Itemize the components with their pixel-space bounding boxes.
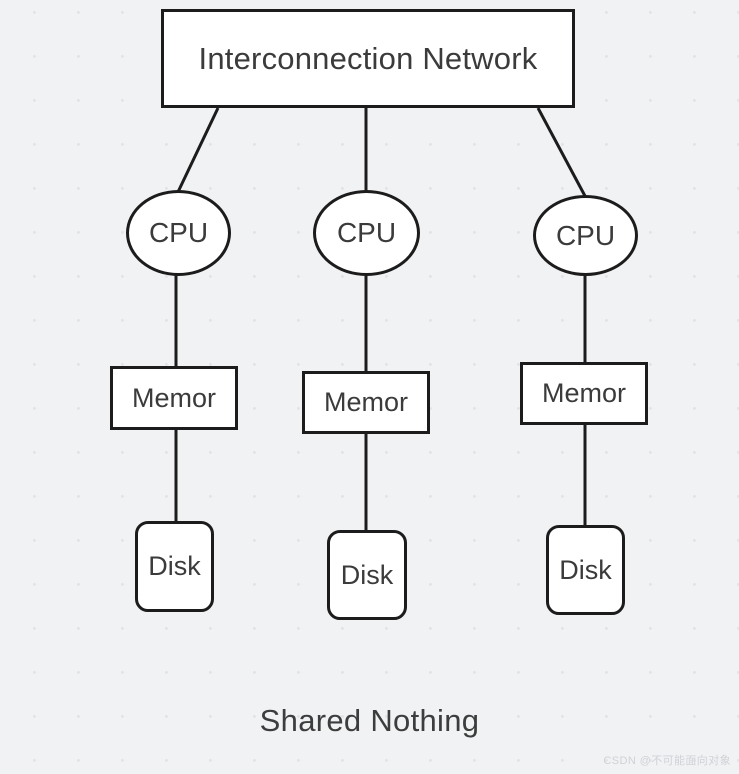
interconnection-network-label: Interconnection Network (198, 41, 538, 76)
interconnection-network-node[interactable]: Interconnection Network (161, 9, 575, 108)
cpu-node-1[interactable]: CPU (126, 190, 231, 276)
cpu-node-2-label: CPU (336, 217, 397, 248)
edge-network-to-cpu-1 (176, 107, 220, 193)
edge-network-to-cpu-3 (536, 107, 587, 197)
memory-node-2[interactable]: Memor (302, 371, 430, 434)
cpu-node-1-label: CPU (148, 217, 209, 248)
disk-node-3-label: Disk (559, 554, 612, 585)
disk-node-1-label: Disk (148, 551, 201, 581)
memory-node-3[interactable]: Memor (520, 362, 648, 425)
disk-node-3[interactable]: Disk (546, 525, 625, 615)
disk-node-2[interactable]: Disk (327, 530, 407, 620)
memory-node-2-label: Memor (323, 387, 408, 417)
cpu-node-3-label: CPU (555, 219, 616, 251)
disk-node-1[interactable]: Disk (135, 521, 214, 612)
memory-node-1[interactable]: Memor (110, 366, 238, 430)
diagram-caption: Shared Nothing (259, 703, 480, 738)
memory-node-1-label: Memor (131, 382, 216, 413)
memory-node-3-label: Memor (541, 378, 626, 408)
watermark-text: CSDN @不可能面向对象 (603, 755, 731, 767)
cpu-node-2[interactable]: CPU (313, 190, 420, 276)
cpu-node-3[interactable]: CPU (533, 195, 638, 276)
disk-node-2-label: Disk (340, 559, 394, 590)
